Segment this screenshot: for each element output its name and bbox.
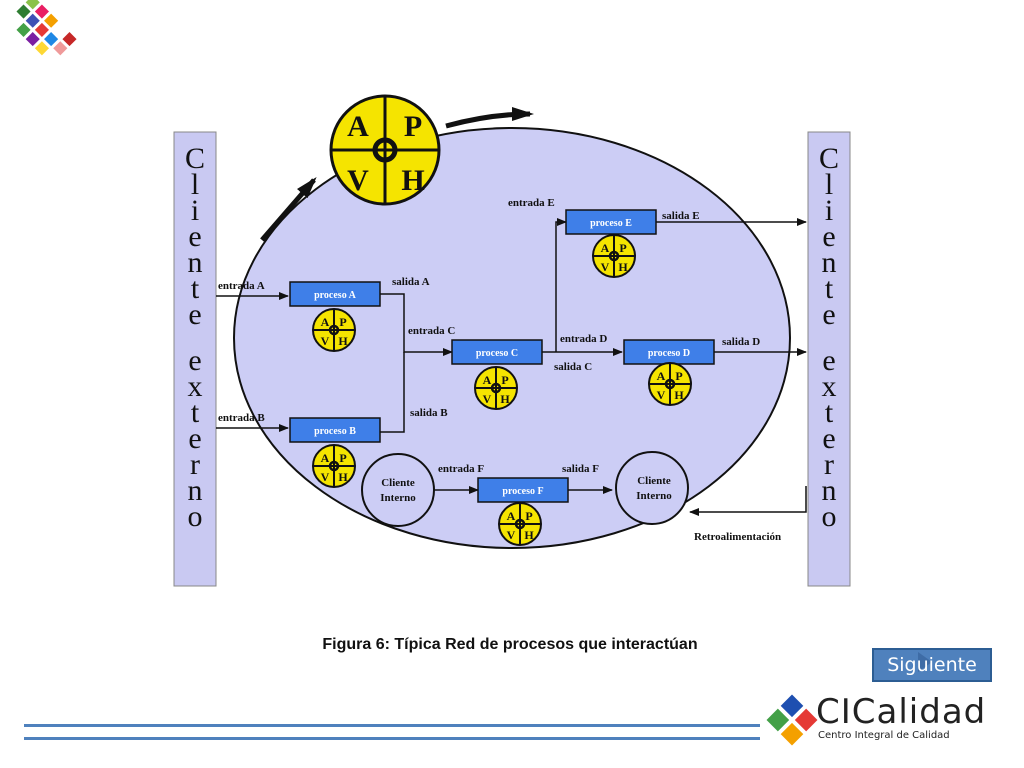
phva-b-a-label: A xyxy=(321,451,330,465)
phva-v-label: V xyxy=(347,164,369,197)
label-entrada-b: entrada B xyxy=(218,412,265,424)
phva-d-a-label: A xyxy=(657,369,666,383)
label-salida-c: salida C xyxy=(554,361,592,373)
label-salida-b: salida B xyxy=(410,407,448,419)
internal-client-left-line2: Interno xyxy=(380,492,416,504)
process-e-label: proceso E xyxy=(590,218,632,229)
internal-client-right-line1: Cliente xyxy=(637,475,671,487)
flow-labels: entrada A salida A entrada B salida B en… xyxy=(218,197,781,543)
phva-c-p-label: P xyxy=(501,373,508,387)
phva-a-p-label: P xyxy=(339,315,346,329)
process-boxes: proceso A proceso B proceso C proceso D proc… xyxy=(289,209,715,503)
process-f-box: proceso F xyxy=(477,477,569,503)
phva-e-h-label: H xyxy=(618,260,628,274)
process-a-label: proceso A xyxy=(314,290,357,301)
phva-c-h-label: H xyxy=(500,392,510,406)
label-entrada-a: entrada A xyxy=(218,280,265,292)
phva-f-v-label: V xyxy=(507,528,516,542)
corner-logo xyxy=(16,0,77,56)
cycle-arrow-up xyxy=(260,176,317,242)
phva-f-h-label: H xyxy=(524,528,534,542)
phva-c-v-label: V xyxy=(483,392,492,406)
phva-c-a-label: A xyxy=(483,373,492,387)
brand-name: CICalidad xyxy=(816,692,987,732)
phva-a-a-label: A xyxy=(321,315,330,329)
process-d-box: proceso D xyxy=(623,339,715,365)
figure-caption: Figura 6: Típica Red de procesos que int… xyxy=(322,636,698,653)
cycle-arrow-right xyxy=(445,107,534,129)
phva-e-v-label: V xyxy=(601,260,610,274)
brand-diamond-icon xyxy=(766,694,818,746)
phva-e-p-label: P xyxy=(619,241,626,255)
internal-client-right: Cliente Interno xyxy=(615,451,689,525)
process-b-label: proceso B xyxy=(314,426,356,437)
big-phva-circle: A P V H xyxy=(329,94,441,206)
phva-f-p-label: P xyxy=(525,509,532,523)
process-c-label: proceso C xyxy=(476,348,518,359)
internal-client-right-line2: Interno xyxy=(636,490,672,502)
phva-a-label: A xyxy=(347,110,369,143)
next-button[interactable]: Siguiente xyxy=(872,648,992,682)
label-salida-e: salida E xyxy=(662,210,700,222)
brand-logo: CICalidad Centro Integral de Calidad xyxy=(766,688,1006,752)
connectors xyxy=(216,218,807,516)
label-entrada-f: entrada F xyxy=(438,463,484,475)
phva-b-v-label: V xyxy=(321,470,330,484)
brand-subtitle: Centro Integral de Calidad xyxy=(818,730,950,741)
internal-client-left-line1: Cliente xyxy=(381,477,415,489)
label-salida-d: salida D xyxy=(722,336,760,348)
label-salida-f: salida F xyxy=(562,463,599,475)
phva-b-p-label: P xyxy=(339,451,346,465)
phva-f-a-label: A xyxy=(507,509,516,523)
process-b-box: proceso B xyxy=(289,417,381,443)
phva-d-h-label: H xyxy=(674,388,684,402)
phva-d-v-label: V xyxy=(657,388,666,402)
label-entrada-d: entrada D xyxy=(560,333,607,345)
process-f-label: proceso F xyxy=(502,486,543,497)
label-entrada-e: entrada E xyxy=(508,197,555,209)
label-salida-a: salida A xyxy=(392,276,430,288)
phva-a-h-label: H xyxy=(338,334,348,348)
phva-p-label: P xyxy=(404,110,422,143)
phva-e-a-label: A xyxy=(601,241,610,255)
next-button-label: Siguiente xyxy=(887,654,977,676)
label-entrada-c: entrada C xyxy=(408,325,455,337)
phva-h-label: H xyxy=(401,164,424,197)
internal-client-left: Cliente Interno xyxy=(361,453,435,527)
process-c-box: proceso C xyxy=(451,339,543,365)
process-d-label: proceso D xyxy=(648,348,690,359)
process-e-box: proceso E xyxy=(565,209,657,235)
footer-rule xyxy=(24,724,760,744)
phva-d-p-label: P xyxy=(675,369,682,383)
next-arrow-icon xyxy=(918,652,932,672)
phva-a-v-label: V xyxy=(321,334,330,348)
phva-b-h-label: H xyxy=(338,470,348,484)
label-retroalimentacion: Retroalimentación xyxy=(694,531,781,543)
process-a-box: proceso A xyxy=(289,281,381,307)
